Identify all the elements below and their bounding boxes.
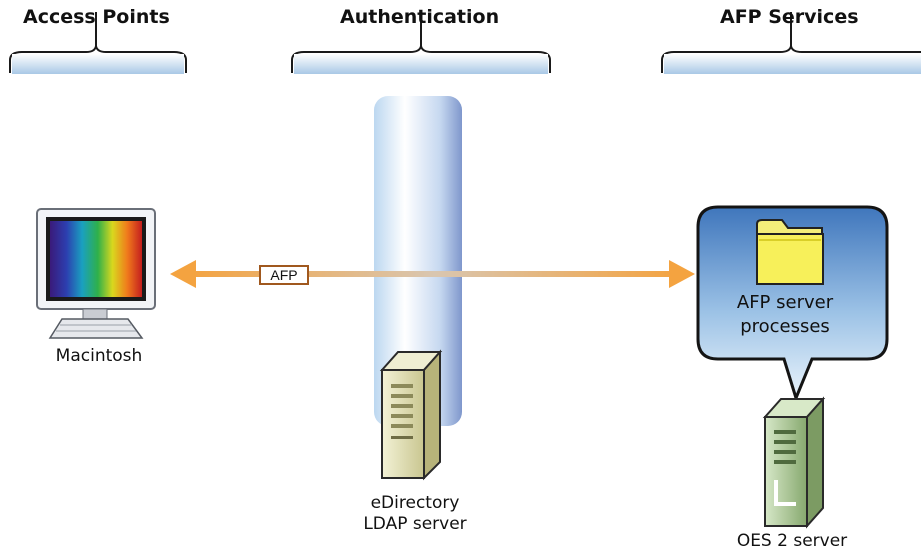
macintosh-icon xyxy=(36,208,156,339)
authentication-pillar xyxy=(374,96,462,426)
bracket-afp-services xyxy=(661,12,921,74)
bubble-line-2: processes xyxy=(740,316,830,337)
heading-afp-services: AFP Services xyxy=(720,6,859,28)
bracket-authentication xyxy=(291,12,551,74)
ldap-server-label-line-2: LDAP server xyxy=(363,514,467,534)
folder-icon xyxy=(756,219,824,285)
macintosh-label: Macintosh xyxy=(55,346,143,366)
bubble-line-1: AFP server xyxy=(736,292,834,313)
ldap-server-label: eDirectory LDAP server xyxy=(350,493,480,535)
afp-server-processes-text: AFP server processes xyxy=(700,291,870,339)
afp-server-processes-bubble xyxy=(696,205,889,403)
bracket-access-points xyxy=(9,12,187,74)
afp-protocol-label: AFP xyxy=(259,265,309,285)
ldap-server-icon xyxy=(379,349,443,481)
oes-server-icon xyxy=(762,396,826,529)
oes-server-label: OES 2 server xyxy=(736,531,848,551)
afp-connection-arrow xyxy=(170,260,695,288)
ldap-server-label-line-1: eDirectory xyxy=(370,493,460,513)
heading-authentication: Authentication xyxy=(340,6,500,28)
heading-access-points: Access Points xyxy=(23,6,170,28)
